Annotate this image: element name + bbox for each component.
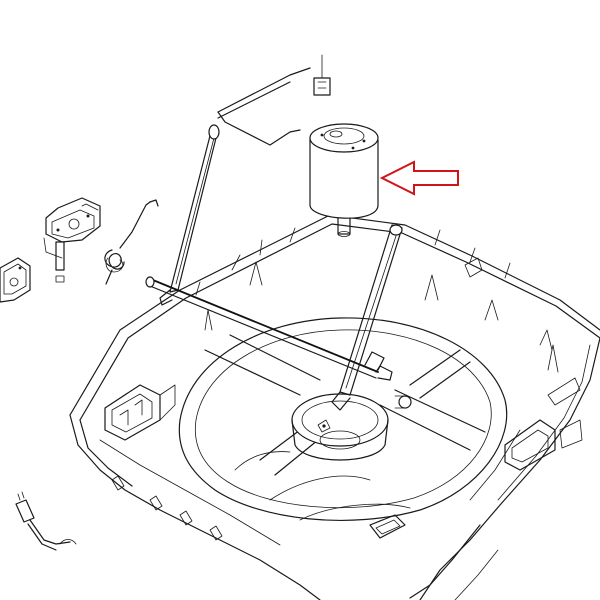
right-lever-arm: [331, 224, 403, 411]
corner-bracket: [369, 514, 499, 600]
motor: [309, 123, 379, 237]
torsion-spring: [104, 199, 159, 285]
fan-shroud: [178, 317, 508, 521]
connecting-rod: [145, 276, 393, 381]
highlight-arrow: [379, 160, 459, 196]
left-lever-arm: [159, 124, 220, 306]
base-housing: [69, 214, 600, 600]
fan-hub: [291, 393, 412, 461]
motor-wire: [217, 54, 331, 146]
terminal-bracket: [43, 197, 101, 283]
edge-clamp: [0, 257, 31, 303]
wire-connector: [15, 491, 77, 551]
